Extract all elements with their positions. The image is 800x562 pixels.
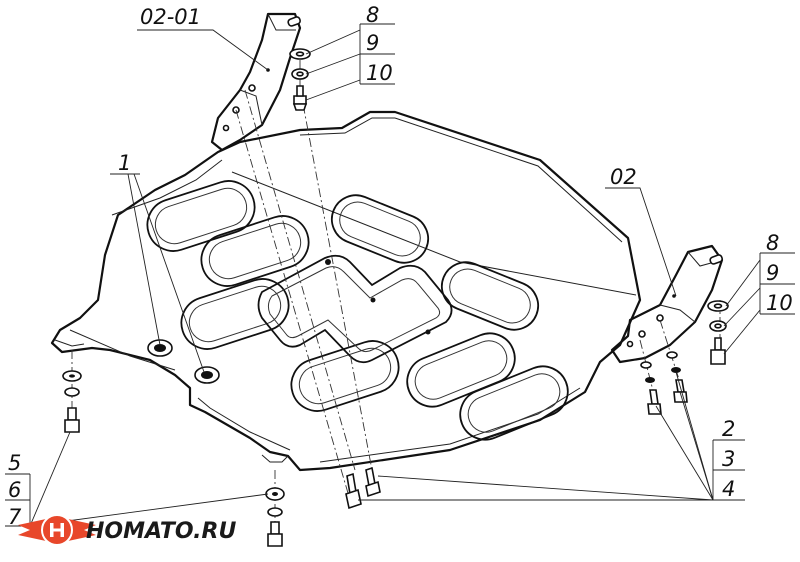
leader-lines xyxy=(5,23,795,527)
hardware-bottom-center xyxy=(265,487,285,547)
ventilation-slots xyxy=(146,180,569,441)
hardware-top xyxy=(289,48,311,111)
logo-text: HOMATO.RU xyxy=(86,519,236,544)
callout-2: 2 xyxy=(722,417,735,441)
callout-10-top: 10 xyxy=(366,61,393,85)
bracket-02 xyxy=(610,244,724,364)
site-logo: HOMATO.RU xyxy=(18,514,236,546)
serpentine-stamping xyxy=(257,254,453,364)
slot xyxy=(440,261,540,331)
bolt-shank xyxy=(714,337,722,351)
callout-02: 02 xyxy=(610,165,637,189)
slot xyxy=(330,194,430,264)
callouts: 02-01 8 9 10 1 02 8 9 10 2 3 4 5 6 7 xyxy=(8,3,793,529)
bolt-head xyxy=(267,533,283,547)
callout-02-01: 02-01 xyxy=(140,5,201,29)
callout-8-top: 8 xyxy=(366,3,379,27)
hardware-small-bolts xyxy=(345,351,688,510)
callout-7: 7 xyxy=(8,505,22,529)
callout-8-right: 8 xyxy=(766,231,779,255)
callout-9-top: 9 xyxy=(366,31,379,55)
callout-9-right: 9 xyxy=(766,261,779,285)
callout-3: 3 xyxy=(722,447,735,471)
callout-4: 4 xyxy=(722,477,735,501)
slot xyxy=(406,332,516,408)
slot xyxy=(459,365,569,441)
bolt-head xyxy=(64,419,80,433)
callout-6: 6 xyxy=(8,478,21,502)
callout-1: 1 xyxy=(118,151,131,175)
bolt-head xyxy=(293,95,307,105)
bolt-head xyxy=(710,349,726,365)
hardware-plate xyxy=(147,339,220,384)
hardware-right xyxy=(707,300,729,365)
slot xyxy=(180,278,290,350)
callout-5: 5 xyxy=(8,451,21,475)
callout-10-right: 10 xyxy=(766,291,793,315)
slot xyxy=(200,215,310,287)
hardware-left-bottom xyxy=(62,370,82,433)
assembly-axes xyxy=(71,60,721,540)
slot xyxy=(290,340,400,412)
skid-plate xyxy=(50,110,642,472)
